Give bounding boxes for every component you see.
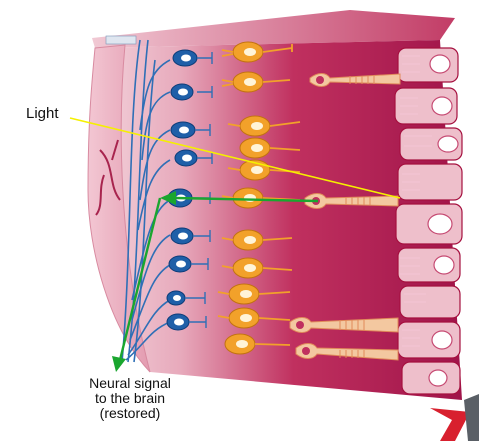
neural-signal-label-line-3: (restored) [60,406,200,421]
light-label: Light [26,105,59,122]
neural-signal-label-line-2: to the brain [60,391,200,406]
signal-arrowhead-down [112,356,126,372]
pigment-epithelium [395,48,462,394]
neural-signal-label: Neural signal to the brain (restored) [60,376,200,421]
neural-signal-label-line-1: Neural signal [60,376,200,391]
layer-edge-pattern [106,36,136,44]
logo-mark [430,394,479,441]
